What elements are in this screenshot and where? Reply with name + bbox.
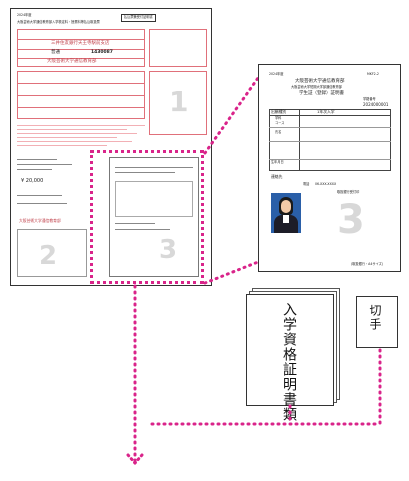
flow-connectors bbox=[0, 0, 409, 481]
